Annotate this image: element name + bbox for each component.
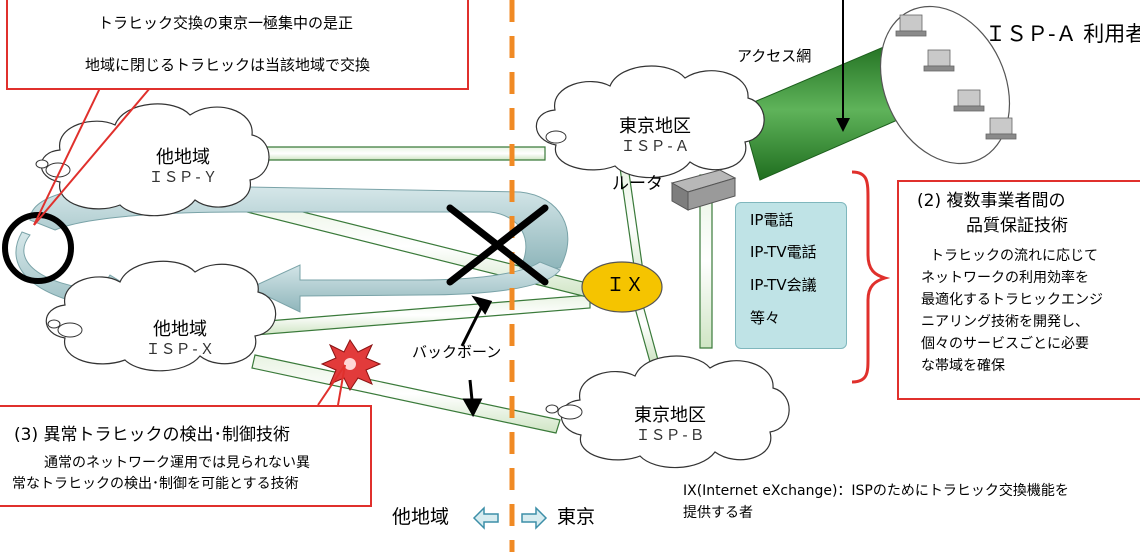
top-callout-line2: 地域に閉じるトラヒックは当該地域で交換	[85, 56, 371, 74]
callout3-body-line2: 常なトラヒックの検出･制御を可能とする技術	[12, 476, 299, 492]
router-icon	[670, 169, 737, 211]
cloud-other-x-label: 他地域 ＩＳＰ-Ｘ	[110, 319, 250, 358]
callout2-body-line3: 最適化するトラヒックエンジ	[921, 292, 1103, 308]
ix-node	[581, 261, 663, 313]
service-etc: 等々	[750, 309, 781, 327]
region-legend-left: 他地域	[392, 506, 450, 528]
cloud-tokyo-a	[535, 65, 765, 179]
top-callout-line1: トラヒック交換の東京一極集中の是正	[98, 14, 354, 32]
callout2-body-line4: ニアリング技術を開発し、	[921, 314, 1089, 330]
services-box	[735, 202, 847, 349]
region-legend-right: 東京	[557, 506, 596, 528]
ix-definition-line1: IX(Internet eXchange)：ISPのためにトラヒック交換機能を	[683, 483, 1069, 499]
callout2-title-line1: (2) 複数事業者間の	[917, 191, 1066, 211]
cloud-tokyo-a-label: 東京地区 ＩＳＰ-Ａ	[585, 116, 725, 155]
cloud-other-x-title: 他地域	[153, 319, 207, 340]
cloud-tokyo-a-isp: ＩＳＰ-Ａ	[620, 136, 690, 155]
callout2-body-line2: ネットワークの利用効率を	[921, 270, 1089, 286]
cloud-shapes	[40, 65, 790, 469]
backbone-arrows	[460, 295, 493, 418]
anomaly-detection-callout	[0, 405, 372, 507]
service-ip-tv-phone: IP-TV電話	[750, 243, 817, 261]
ix-label: ＩＸ	[606, 274, 645, 296]
cloud-other-x-isp: ＩＳＰ-Ｘ	[145, 339, 215, 358]
cloud-other-y-label: 他地域 ＩＳＰ-Ｙ	[118, 147, 248, 186]
service-ip-tv-conference: IP-TV会議	[750, 276, 817, 294]
ix-definition-line2: 提供する者	[683, 505, 753, 521]
callout3-title: (3) 異常トラヒックの検出･制御技術	[14, 425, 290, 445]
callout2-body-line5: 個々のサービスごとに必要	[921, 336, 1089, 352]
isp-a-users-ellipse	[879, 5, 1011, 165]
backbone-links	[230, 146, 713, 434]
local-exchange-ring	[2, 212, 74, 284]
backbone-label: バックボーン	[412, 343, 502, 361]
cloud-tokyo-b-isp: ＩＳＰ-Ｂ	[635, 425, 705, 444]
service-ip-phone: IP電話	[750, 211, 794, 229]
callout2-title-line2: 品質保証技術	[966, 216, 1068, 236]
cloud-tokyo-a-title: 東京地区	[619, 116, 691, 137]
callout2-body-line1: トラヒックの流れに応じて	[930, 248, 1098, 264]
cloud-other-y-isp: ＩＳＰ-Ｙ	[148, 167, 218, 186]
cloud-tokyo-b-title: 東京地区	[634, 405, 706, 426]
cloud-other-y-title: 他地域	[156, 147, 210, 168]
cloud-tokyo-b-label: 東京地区 ＩＳＰ-Ｂ	[600, 405, 740, 444]
access-network-label: アクセス網	[737, 47, 812, 65]
laptop-icons	[895, 14, 1017, 140]
traffic-concentration-callout	[6, 0, 469, 90]
bracket-brace	[851, 170, 891, 384]
region-legend-arrows	[472, 506, 548, 530]
callout3-body-line1: 通常のネットワーク運用では見られない異	[44, 455, 310, 471]
blocked-x-mark	[446, 204, 549, 286]
cloud-other-x	[45, 260, 277, 372]
isp-a-users-label: ＩＳＰ-Ａ 利用者	[985, 22, 1140, 46]
router-label: ルータ	[612, 174, 663, 194]
callout-connectors	[33, 87, 346, 406]
cloud-puffs	[35, 130, 583, 420]
qos-technology-callout	[897, 180, 1140, 400]
cloud-tokyo-b	[560, 355, 790, 469]
callout2-body-line6: な帯域を確保	[921, 358, 1005, 374]
